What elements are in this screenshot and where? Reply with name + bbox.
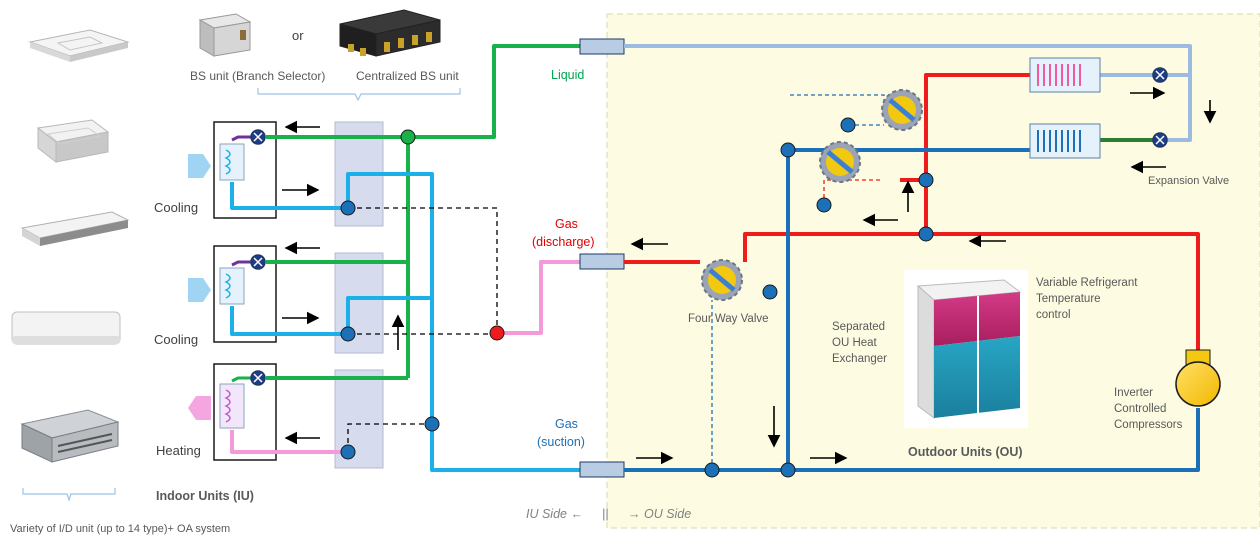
indoor-unit-pictures: [12, 30, 128, 500]
gas-discharge-label-1: Gas: [555, 217, 578, 231]
four-way-valve-icon: [702, 260, 742, 300]
discharge-connector: [580, 254, 624, 269]
outdoor-units-title: Outdoor Units (OU): [908, 445, 1023, 459]
ducted-unit-image: [22, 410, 118, 462]
vrt-label-2: Temperature: [1036, 293, 1101, 305]
mode-label-3: Heating: [156, 443, 201, 458]
airflow-arrow-heating: [188, 396, 211, 420]
liquid-pipes-indoor: [266, 46, 580, 378]
bs-unit-brace: [258, 88, 460, 100]
separated-label-3: Exchanger: [832, 353, 887, 365]
inverter-label-1: Inverter: [1114, 387, 1153, 399]
gas-discharge-label-2: (discharge): [532, 235, 595, 249]
outdoor-heat-exchanger-1: [1030, 58, 1100, 92]
switching-valve-2-icon: [820, 142, 860, 182]
ceiling-cassette-4way-image: [30, 30, 128, 62]
variety-note: Variety of I/D unit (up to 14 type)+ OA …: [10, 523, 230, 535]
switching-valve-1-icon: [882, 90, 922, 130]
vrt-label-1: Variable Refrigerant: [1036, 277, 1138, 289]
outdoor-unit-image: [904, 270, 1028, 428]
ou-side-label: → OU Side: [628, 507, 691, 521]
airflow-arrow-cooling-1: [188, 154, 211, 178]
gas-suction-label-1: Gas: [555, 417, 578, 431]
iu-side-label: IU Side ←: [526, 507, 583, 521]
liquid-connector: [580, 39, 624, 54]
wall-mounted-image: [12, 312, 120, 344]
four-way-valve-label: Four Way Valve: [688, 313, 769, 325]
bs-unit-label: BS unit (Branch Selector): [190, 69, 325, 83]
inverter-label-3: Compressors: [1114, 419, 1183, 431]
separated-label-1: Separated: [832, 321, 885, 333]
indoor-variety-brace: [23, 488, 115, 500]
inverter-label-2: Controlled: [1114, 403, 1166, 415]
mode-label-2: Cooling: [154, 332, 198, 347]
indoor-units-title: Indoor Units (IU): [156, 489, 254, 503]
airflow-arrow-cooling-2: [188, 278, 211, 302]
centralized-bs-unit-image: [340, 10, 440, 56]
or-label: or: [292, 28, 304, 43]
centralized-bs-label: Centralized BS unit: [356, 69, 459, 83]
vrt-label-3: control: [1036, 309, 1071, 321]
liquid-label: Liquid: [551, 68, 584, 82]
separated-label-2: OU Heat: [832, 337, 878, 349]
ceiling-cassette-compact-image: [38, 120, 108, 162]
suction-connector: [580, 462, 624, 477]
mode-label-1: Cooling: [154, 200, 198, 215]
gas-suction-label-2: (suction): [537, 435, 585, 449]
outdoor-heat-exchanger-2: [1030, 124, 1100, 158]
ceiling-suspended-image: [22, 212, 128, 246]
side-divider: ||: [602, 507, 609, 521]
expansion-valve-label: Expansion Valve: [1148, 175, 1229, 187]
bs-unit-image: [200, 14, 250, 56]
